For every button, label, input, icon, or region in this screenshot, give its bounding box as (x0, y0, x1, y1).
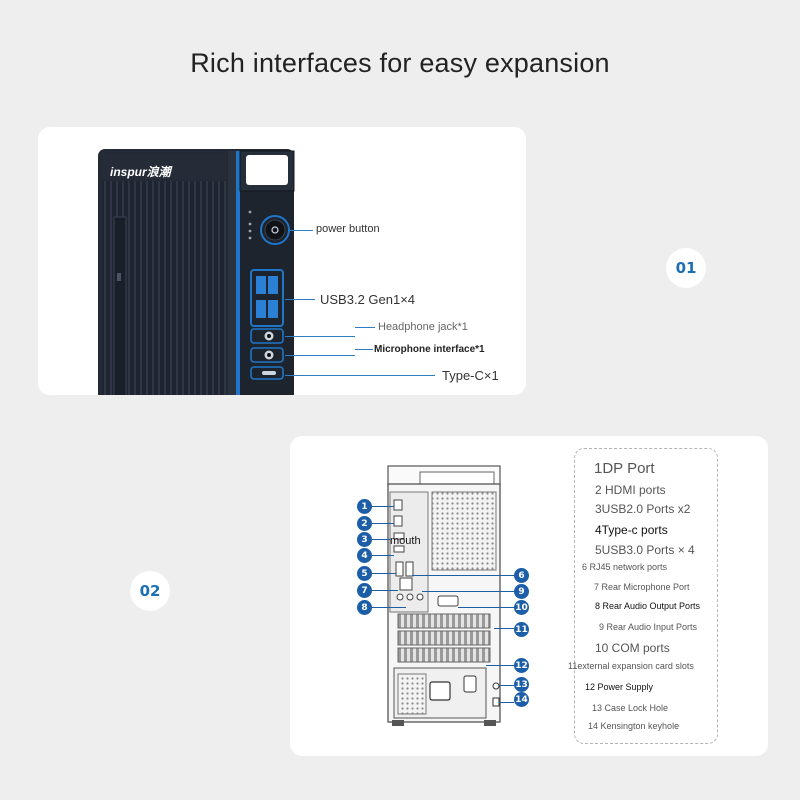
callout-microphone-interface: Microphone interface*1 (374, 344, 485, 355)
section-badge-02: 02 (130, 571, 170, 611)
callout-type-c: Type-C×1 (442, 368, 499, 383)
legend-item-1: 1DP Port (594, 460, 655, 477)
legend-item-2: 2 HDMI ports (595, 483, 666, 497)
marker-9: 9 (514, 584, 529, 599)
callout-usb32: USB3.2 Gen1×4 (320, 292, 416, 307)
legend-item-4: 4Type-c ports (595, 523, 668, 537)
front-pc-illustration (98, 149, 295, 395)
legend-item-12: 12 Power Supply (585, 682, 654, 692)
mouth-label: mouth (390, 535, 421, 547)
brand-logo: inspur浪潮 (110, 165, 171, 179)
front-view-panel: inspur浪潮 power button USB3.2 Gen1×4 Head… (38, 127, 526, 395)
marker-7: 7 (357, 583, 372, 598)
legend-item-9: 9 Rear Audio Input Ports (599, 622, 698, 632)
marker-8: 8 (357, 600, 372, 615)
rear-view-panel: mouth 1 2 3 4 5 7 8 6 9 10 11 12 13 14 (290, 436, 768, 756)
rear-port-legend: 1DP Port 2 HDMI ports 3USB2.0 Ports x2 4… (568, 448, 718, 744)
legend-item-14: 14 Kensington keyhole (588, 721, 680, 731)
legend-item-5: 5USB3.0 Ports × 4 (595, 543, 695, 557)
legend-item-10: 10 COM ports (595, 641, 670, 655)
page-title: Rich interfaces for easy expansion (190, 48, 610, 78)
legend-item-3: 3USB2.0 Ports x2 (595, 502, 691, 516)
marker-11: 11 (514, 622, 529, 637)
marker-5: 5 (357, 566, 372, 581)
legend-item-11: 11external expansion card slots (568, 661, 694, 671)
legend-item-7: 7 Rear Microphone Port (594, 582, 690, 592)
legend-item-8: 8 Rear Audio Output Ports (595, 601, 701, 611)
marker-4: 4 (357, 548, 372, 563)
marker-10: 10 (514, 600, 529, 615)
rear-pc-illustration (387, 465, 501, 726)
marker-3: 3 (357, 532, 372, 547)
callout-power-button: power button (316, 223, 380, 235)
marker-12: 12 (514, 658, 529, 673)
legend-item-6: 6 RJ45 network ports (582, 562, 668, 572)
callout-headphone-jack: Headphone jack*1 (378, 321, 468, 333)
marker-6: 6 (514, 568, 529, 583)
marker-2: 2 (357, 516, 372, 531)
marker-1: 1 (357, 499, 372, 514)
marker-13: 13 (514, 677, 529, 692)
marker-14: 14 (514, 692, 529, 707)
section-badge-01: 01 (666, 248, 706, 288)
legend-item-13: 13 Case Lock Hole (592, 703, 669, 713)
